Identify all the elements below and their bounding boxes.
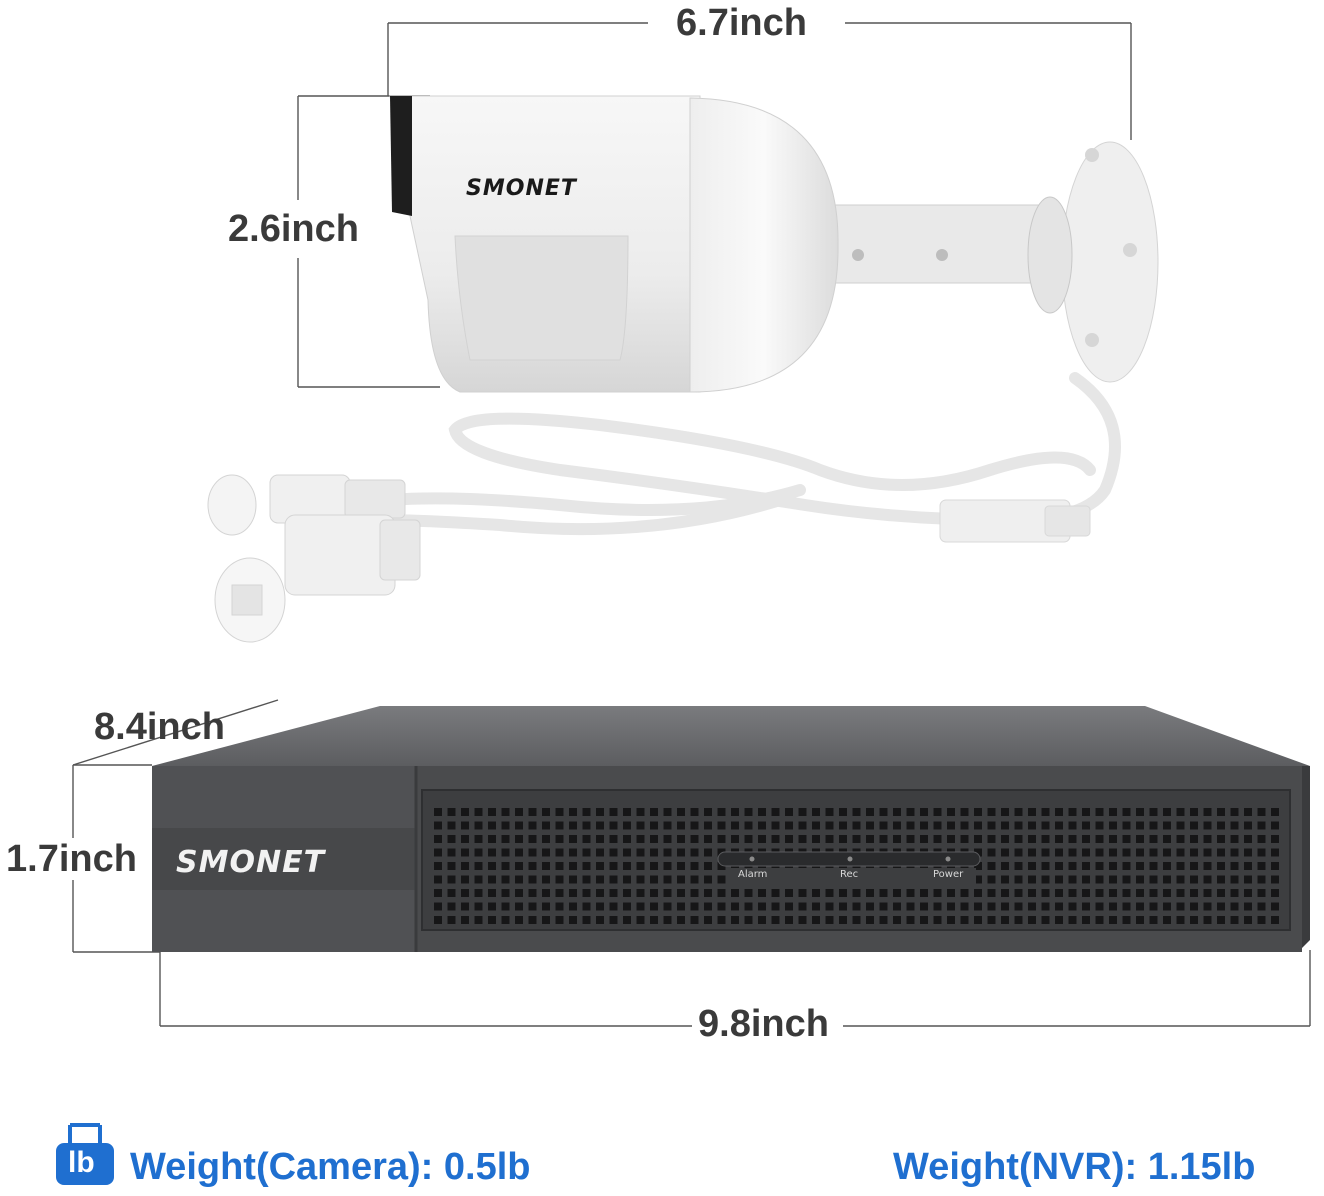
camera-mount: [829, 141, 1159, 383]
rj45-connector: [214, 514, 421, 643]
weight-icon: [56, 1123, 114, 1185]
nvr-recorder-icon: [152, 706, 1310, 952]
nvr-brand-logo: SMONET: [176, 845, 326, 880]
nvr-width-dimension-line: [159, 950, 1311, 1027]
security-camera-icon: [389, 95, 839, 393]
nvr-width-label: 9.8inch: [692, 1005, 835, 1043]
nvr-height-dimension-line: [72, 765, 160, 953]
camera-weight-text: Weight(Camera): 0.5lb: [130, 1146, 531, 1188]
nvr-depth-label: 8.4inch: [94, 706, 225, 748]
led-label-power: Power: [933, 869, 964, 880]
camera-brand-logo: SMONET: [466, 176, 577, 201]
camera-width-dimension-line: [387, 22, 1132, 140]
led-label-alarm: Alarm: [738, 869, 768, 880]
nvr-weight-text: Weight(NVR): 1.15lb: [893, 1146, 1256, 1188]
camera-width-label: 6.7inch: [670, 4, 813, 42]
led-label-rec: Rec: [840, 869, 859, 880]
camera-height-label: 2.6inch: [222, 210, 365, 248]
nvr-height-label: 1.7inch: [0, 840, 143, 878]
dc-connector: [207, 474, 406, 536]
nvr-depth-dimension-line: [72, 699, 279, 766]
weight-icon-text: lb: [68, 1146, 95, 1179]
